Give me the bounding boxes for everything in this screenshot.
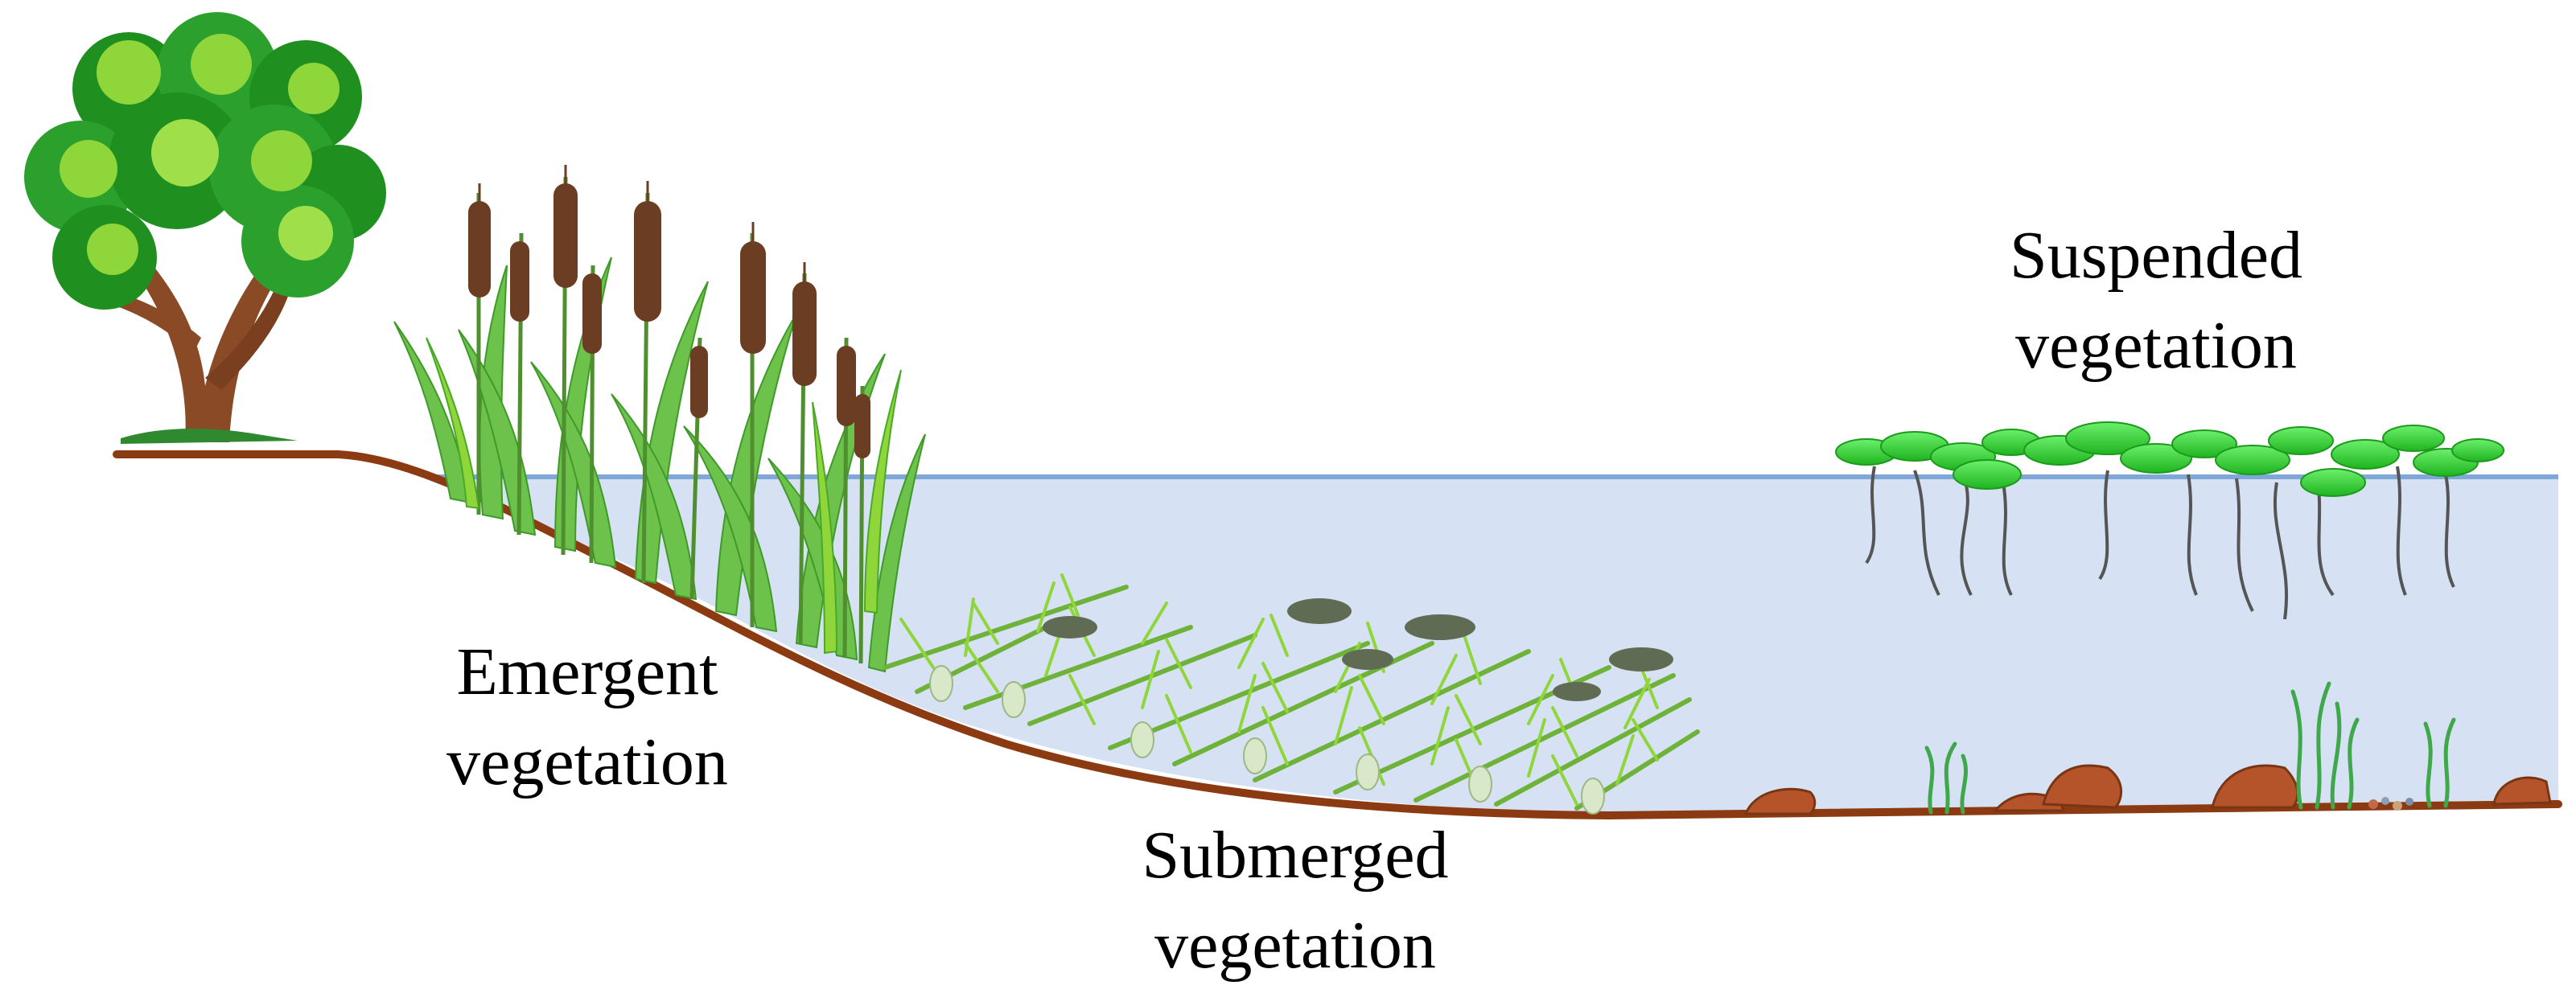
- submerged-plant-icon: [883, 573, 1700, 815]
- label-emergent-line2: vegetation: [446, 725, 728, 799]
- label-suspended-line2: vegetation: [2015, 308, 2297, 383]
- seaweed-icon: [1924, 681, 2456, 815]
- label-emergent-line1: Emergent: [456, 634, 718, 709]
- floating-plant-icon: [1835, 421, 2504, 620]
- water-body: [426, 476, 2558, 814]
- label-submerged-vegetation: Submerged vegetation: [1070, 811, 1520, 991]
- label-suspended-vegetation: Suspended vegetation: [1931, 211, 2381, 391]
- label-suspended-line1: Suspended: [2010, 218, 2302, 293]
- pebbles: [2368, 797, 2413, 811]
- cattail-icon: [393, 165, 926, 673]
- label-submerged-line2: vegetation: [1154, 908, 1436, 983]
- label-emergent-vegetation: Emergent vegetation: [378, 627, 796, 807]
- label-submerged-line1: Submerged: [1142, 818, 1449, 893]
- rock-icon: [1743, 764, 2552, 815]
- tree-icon: [24, 12, 386, 444]
